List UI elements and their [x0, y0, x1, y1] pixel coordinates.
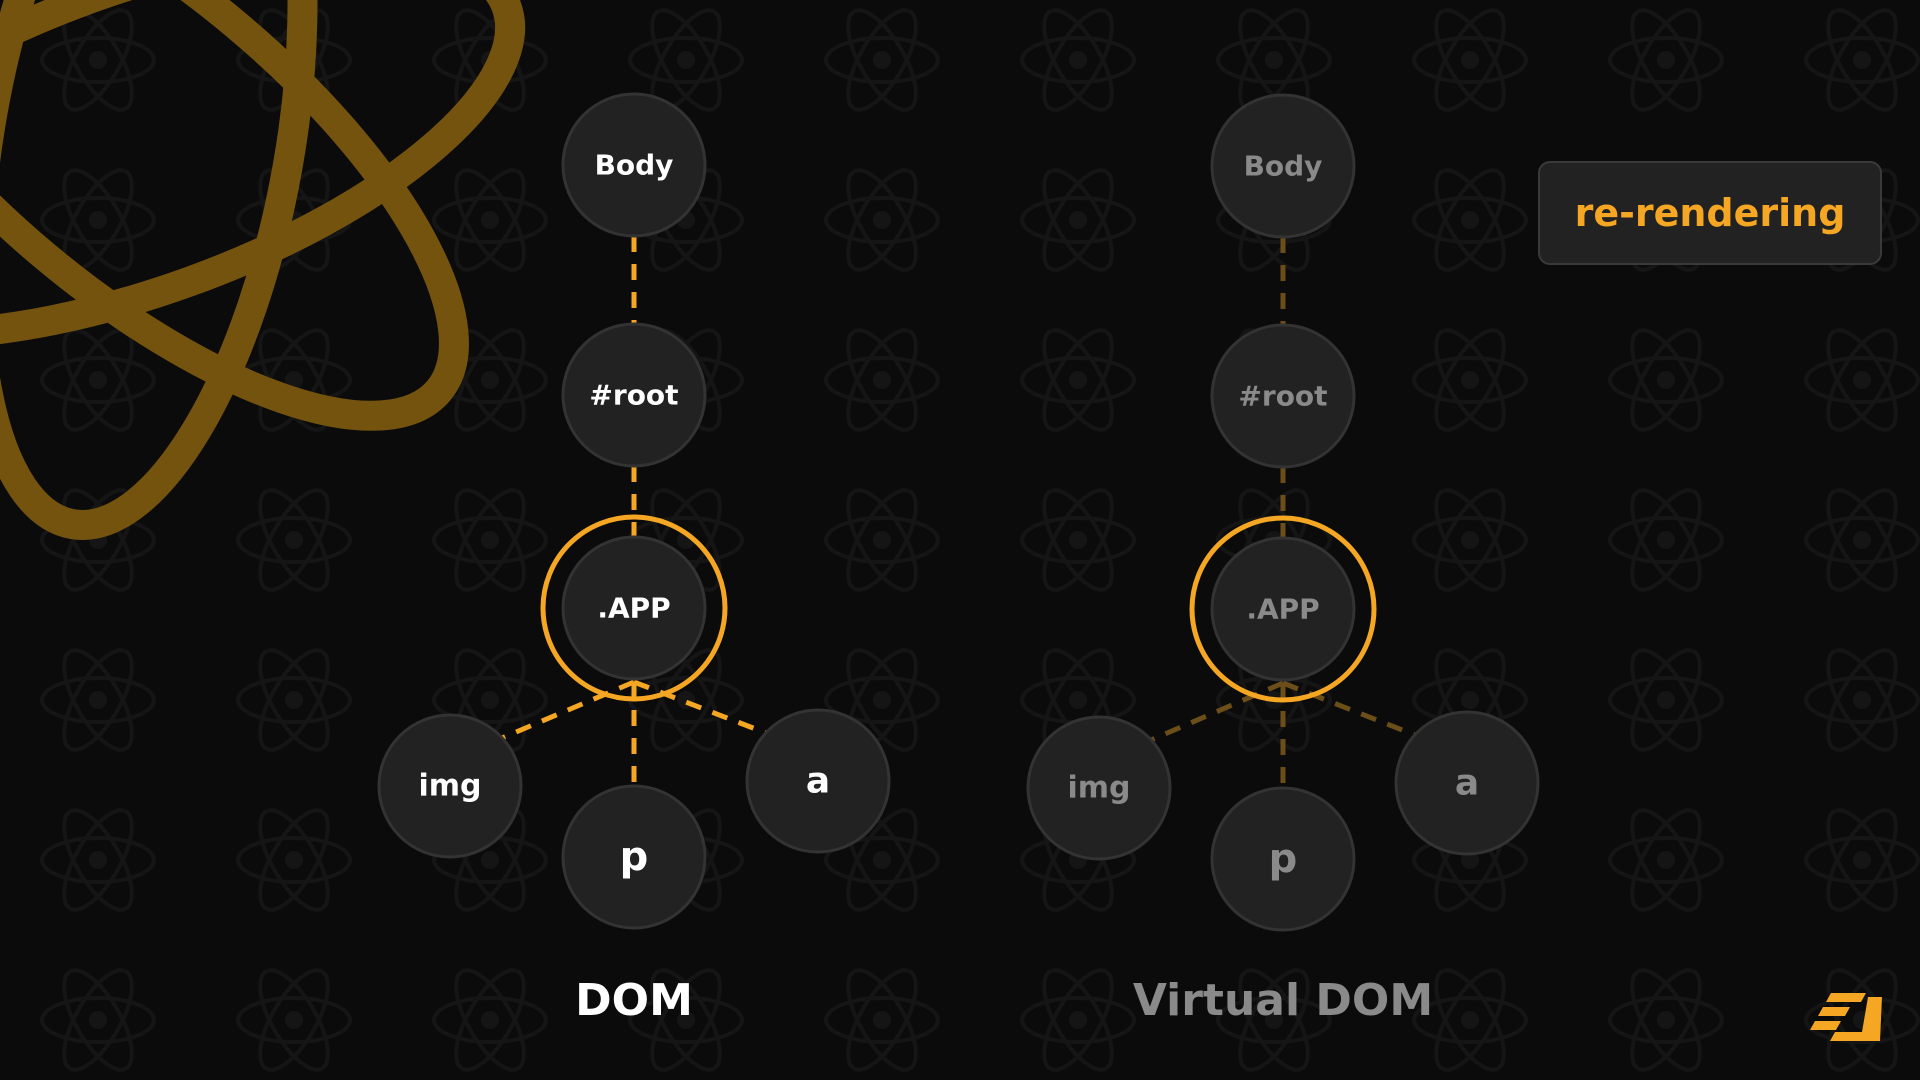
node-img: img: [1026, 715, 1172, 861]
edge-app-img: [501, 679, 635, 741]
badge-label: re-rendering: [1574, 191, 1846, 235]
node-circle: [377, 713, 523, 859]
edge-app-a: [633, 679, 767, 736]
node-circle: [561, 322, 707, 468]
node-circle: [1026, 715, 1172, 861]
edge-app-a: [1282, 680, 1416, 738]
node-label: a: [806, 761, 830, 802]
app-highlight-ring: [540, 514, 728, 702]
node-circle: [561, 92, 707, 238]
node-p: p: [561, 784, 707, 930]
node-circle: [561, 535, 707, 681]
node-circle: [745, 708, 891, 854]
node-label: img: [1067, 771, 1130, 806]
node-label: #root: [589, 379, 678, 412]
node-circle: [1210, 536, 1356, 682]
node-label: a: [1455, 763, 1479, 804]
node-root: #root: [561, 322, 707, 468]
tree-title: DOM: [575, 975, 693, 1026]
node-label: p: [1269, 836, 1298, 882]
node-body: Body: [1210, 93, 1356, 239]
tree-edges: [501, 236, 767, 786]
node-img: img: [377, 713, 523, 859]
tree-edges: [1150, 237, 1416, 788]
node-label: #root: [1238, 380, 1327, 413]
node-circle: [561, 784, 707, 930]
node-circle: [1210, 93, 1356, 239]
node-label: .APP: [597, 592, 670, 625]
node-root: #root: [1210, 323, 1356, 469]
node-label: .APP: [1246, 593, 1319, 626]
node-label: Body: [1244, 150, 1323, 183]
node-label: Body: [595, 149, 674, 182]
node-circle: [1210, 323, 1356, 469]
node-body: Body: [561, 92, 707, 238]
brand-logo-icon: [1810, 993, 1882, 1041]
app-highlight-ring: [1189, 515, 1377, 703]
node-p: p: [1210, 786, 1356, 932]
edge-app-img: [1150, 680, 1284, 743]
node-a: a: [745, 708, 891, 854]
node-circle: [1394, 710, 1540, 856]
node-label: img: [418, 769, 481, 804]
node-circle: [1210, 786, 1356, 932]
re-rendering-badge: re-rendering: [1538, 161, 1882, 265]
node-a: a: [1394, 710, 1540, 856]
node-label: p: [620, 834, 649, 880]
node-app: .APP: [561, 535, 707, 681]
node-app: .APP: [1210, 536, 1356, 682]
tree-title: Virtual DOM: [1133, 975, 1433, 1026]
